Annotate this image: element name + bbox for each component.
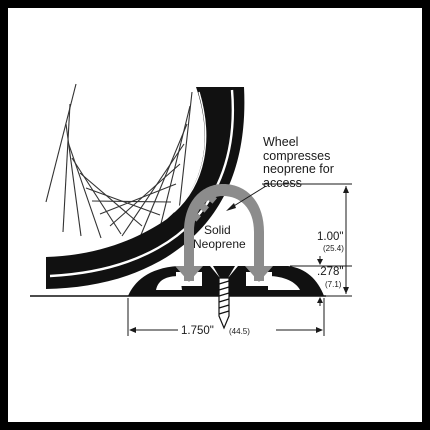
callout-leader [226,185,267,211]
wheel-icon [46,87,245,289]
width-dimension-mm: (44.5) [229,327,250,336]
height-dimension-mm: (25.4) [323,244,344,253]
height-dimension-in: 1.00" [317,231,344,243]
callout-line-2: compresses [263,148,331,163]
compressed-path [191,193,217,222]
callout-label: Wheel compresses neoprene for access [263,135,334,190]
base-dimension-mm: (7.1) [325,280,342,289]
arrow-icon [175,266,273,282]
callout-line-1: Wheel [263,135,299,149]
dimension-lines [127,183,352,336]
callout-line-3: neoprene for [263,162,334,176]
base-dimension-in: .278" [317,266,344,278]
dimension-arrowheads [129,186,349,333]
material-label-neoprene: Neoprene [193,237,246,251]
width-dimension-in: 1.750" [181,325,214,337]
screw-icon [213,266,235,330]
spokes-icon [45,83,193,245]
callout-line-4: access [263,175,302,190]
material-label-solid: Solid [204,223,231,237]
